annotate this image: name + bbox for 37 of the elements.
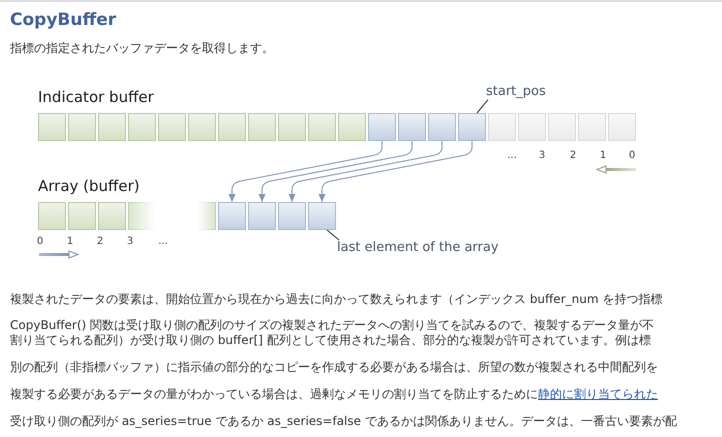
curved-arrow xyxy=(258,140,412,202)
leader-line xyxy=(326,230,340,240)
buffer-cell xyxy=(458,113,486,141)
paragraph: 別の配列（非指標バッファ）に指示値の部分的なコピーを作成する必要がある場合は、所望の数が複製される中間配列を xyxy=(10,360,658,374)
buffer-cell xyxy=(428,113,456,141)
callout-label: last element of the array xyxy=(337,240,499,256)
array-cell xyxy=(218,202,246,230)
index-label: 1 xyxy=(66,236,74,248)
array-cell xyxy=(308,202,336,230)
paragraph: 複製する必要があるデータの量がわかっている場合は、過剰なメモリの割り当てを防止するために静的に割り当てられた xyxy=(10,387,658,402)
row-heading: Indicator buffer xyxy=(38,88,154,106)
array-cell xyxy=(278,202,306,230)
index-label: 0 xyxy=(36,236,44,248)
curved-arrow xyxy=(228,140,382,202)
index-label: 2 xyxy=(96,236,104,248)
subtitle: 指標の指定されたバッファデータを取得します。 xyxy=(10,41,274,56)
row-heading: Array (buffer) xyxy=(38,177,140,195)
link: 静的に割り当てられた xyxy=(538,387,658,401)
callout-label: start_pos xyxy=(486,84,546,100)
index-label: 3 xyxy=(126,236,134,248)
index-label: 2 xyxy=(570,150,576,162)
index-label: 3 xyxy=(538,150,546,162)
index-label: ... xyxy=(507,150,517,162)
paragraph: CopyBuffer() 関数は受け取り側の配列のサイズの複製されたデータへの割り当てを試みるので、複製するデータ量が不 xyxy=(10,318,654,332)
paragraph: 複製されたデータの要素は、開始位置から現在から過去に向かって数えられます（インデックス buffer_num を持つ指標 xyxy=(10,292,662,306)
leader-line xyxy=(476,99,488,114)
paragraph: 受け取り側の配列が as_series=true であるか as_series=false であるかは関係ありません。データは、一番古い要素が配 xyxy=(10,414,677,428)
curved-arrow xyxy=(288,140,442,202)
page-title: CopyBuffer xyxy=(10,10,116,30)
buffer-cell xyxy=(398,113,426,141)
array-cell xyxy=(248,202,276,230)
index-label: 0 xyxy=(628,150,636,162)
index-label: 1 xyxy=(600,150,606,162)
index-label: ... xyxy=(158,236,168,248)
buffer-cell xyxy=(368,113,396,141)
paragraph: 割り当てられる配列）が受け取り側の buffer[] 配列として使用された場合、部分的な複製が許可されています。例は標 xyxy=(10,333,651,348)
curved-arrow xyxy=(318,140,472,202)
